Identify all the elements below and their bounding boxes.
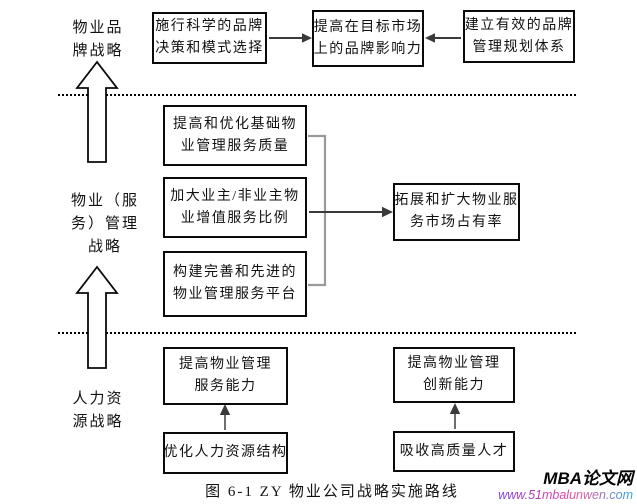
box-brand-decision: 施行科学的品牌 决策和模式选择 <box>152 12 267 64</box>
box-text-line: 业增值服务比例 <box>180 210 290 226</box>
box-text-line: 管理规划体系 <box>472 39 566 55</box>
box-text-line: 物业管理服务平台 <box>173 287 297 302</box>
box-text-line: 提高在目标市场 <box>313 19 423 35</box>
box-hr-service-ability: 提高物业管理 服务能力 <box>163 347 288 405</box>
box-brand-influence: 提高在目标市场 上的品牌影响力 <box>312 10 424 67</box>
box-text-line: 施行科学的品牌 <box>155 19 264 34</box>
box-brand-planning: 建立有效的品牌 管理规划体系 <box>463 10 575 63</box>
arrow-structure-to-serviceability <box>219 404 231 430</box>
arrow-planning-to-influence <box>425 33 461 43</box>
box-text-line: 优化人力资源结构 <box>163 445 288 460</box>
label-line: 战略 <box>87 239 122 255</box>
layer-divider-top-dotted-line <box>58 94 576 96</box>
box-text-line: 加大业主/非业主物 <box>170 188 300 204</box>
layer-label-hr-strategy: 人力资 源战略 <box>60 388 136 434</box>
box-text-line: 服务能力 <box>194 379 257 394</box>
up-block-arrow-brand <box>75 60 119 163</box>
box-text-line: 吸收高质量人才 <box>399 443 509 459</box>
arrow-talent-to-innovation <box>449 403 461 429</box>
watermark-brand: MBA论文网 <box>543 469 633 488</box>
label-line: 务）管理 <box>70 216 139 232</box>
box-text-line: 决策和模式选择 <box>155 41 264 56</box>
label-line: 物业（服 <box>70 193 139 209</box>
bracket-connector <box>308 134 327 287</box>
box-text-line: 提高物业管理 <box>179 357 272 372</box>
box-text-line: 务市场占有率 <box>410 215 503 230</box>
box-text-line: 业管理服务质量 <box>180 138 290 154</box>
box-hr-structure: 优化人力资源结构 <box>163 432 288 474</box>
box-hr-innovation: 提高物业管理 创新能力 <box>393 347 515 403</box>
layer-label-service-strategy: 物业（服 务）管理 战略 <box>65 190 145 259</box>
label-line: 物业品 <box>72 20 124 36</box>
layer-label-brand-strategy: 物业品 牌战略 <box>60 17 136 63</box>
label-line: 人力资 <box>72 391 124 407</box>
box-text-line: 创新能力 <box>423 378 485 393</box>
box-text-line: 构建完善和先进的 <box>173 265 297 280</box>
box-service-value-added: 加大业主/非业主物 业增值服务比例 <box>163 177 307 238</box>
box-hr-talent: 吸收高质量人才 <box>393 431 515 472</box>
arrow-decision-to-influence <box>269 33 312 43</box>
box-text-line: 拓展和扩大物业服 <box>394 193 519 208</box>
box-service-market-share: 拓展和扩大物业服 务市场占有率 <box>393 183 520 241</box>
layer-divider-bottom-dotted-line <box>58 332 576 334</box>
box-service-platform: 构建完善和先进的 物业管理服务平台 <box>163 251 307 317</box>
label-line: 源战略 <box>72 414 124 430</box>
box-text-line: 提高物业管理 <box>407 356 501 371</box>
up-block-arrow-service <box>75 265 119 369</box>
box-text-line: 上的品牌影响力 <box>313 41 423 57</box>
arrow-valueadded-to-marketshare <box>309 206 393 218</box>
watermark: MBA论文网 www.51mbalunwen.com <box>498 469 633 502</box>
figure-caption: 图 6-1 ZY 物业公司战略实施路线 <box>205 484 459 500</box>
box-service-quality: 提高和优化基础物 业管理服务质量 <box>163 105 307 166</box>
box-text-line: 提高和优化基础物 <box>173 116 297 132</box>
label-line: 牌战略 <box>72 43 124 59</box>
box-text-line: 建立有效的品牌 <box>464 17 574 33</box>
watermark-url: www.51mbalunwen.com <box>498 488 633 502</box>
